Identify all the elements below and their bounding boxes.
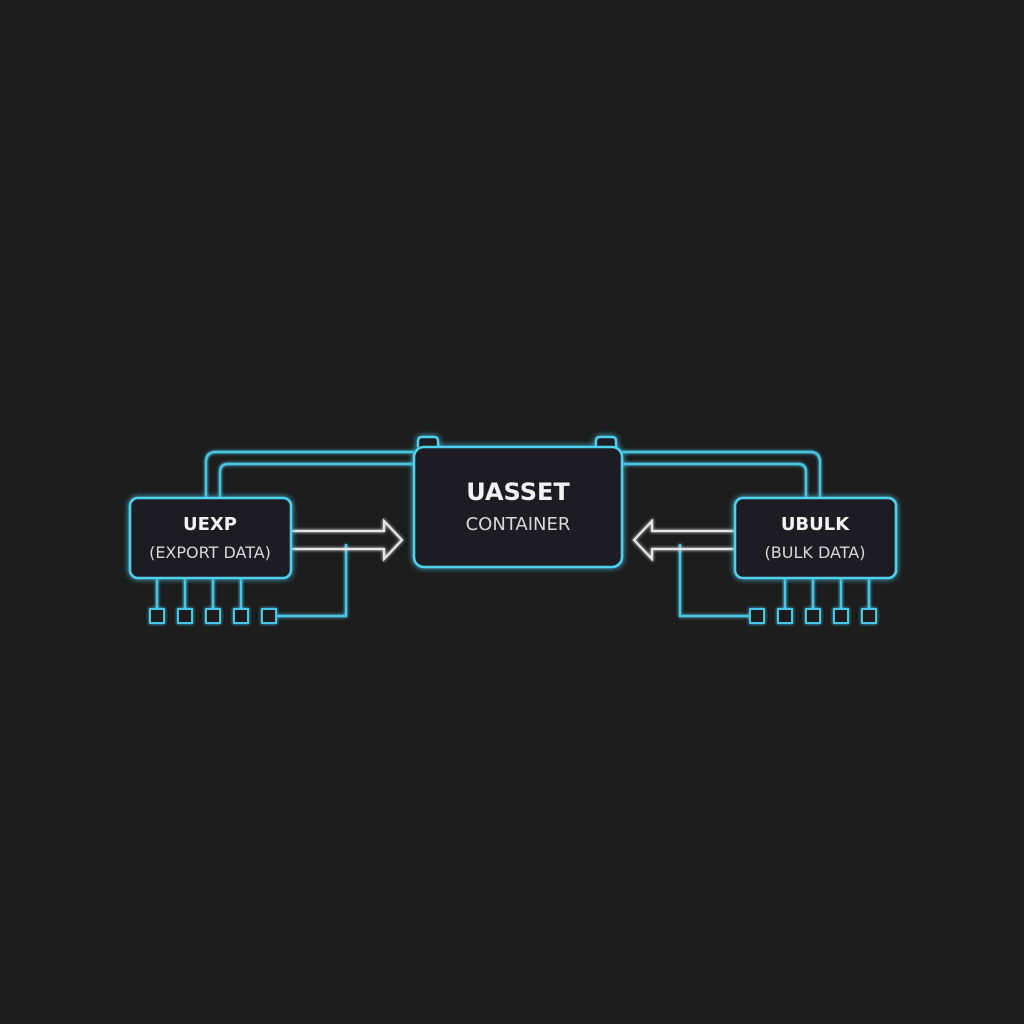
wire-left-outer — [204, 450, 414, 498]
right-pin-5 — [861, 608, 877, 624]
uexp-subtitle: (EXPORT DATA) — [149, 543, 271, 562]
left-pin-wiring — [149, 544, 348, 624]
left-arrow-icon — [632, 518, 734, 562]
left-pin-3 — [205, 608, 221, 624]
left-pin-1 — [149, 608, 165, 624]
arrow-ubulk-to-uasset — [632, 518, 734, 562]
top-wires-right — [622, 450, 822, 498]
right-arrow-icon — [292, 518, 404, 562]
right-pin-4 — [833, 608, 849, 624]
container-tab-left — [416, 435, 440, 447]
uasset-subtitle: CONTAINER — [466, 514, 571, 535]
ubulk-box — [733, 496, 898, 580]
left-pin-4 — [233, 608, 249, 624]
right-pin-1 — [749, 608, 765, 624]
wire-right-outer — [622, 450, 822, 498]
uasset-container-node — [412, 435, 624, 569]
ubulk-node — [733, 496, 898, 580]
top-wires-left — [204, 450, 414, 498]
ubulk-title: UBULK — [781, 514, 850, 535]
container-tab-right — [594, 435, 618, 447]
wire-left-inner — [218, 462, 414, 498]
arrow-uexp-to-uasset — [292, 518, 404, 562]
left-pin-2 — [177, 608, 193, 624]
uexp-box — [128, 496, 293, 580]
right-pin-wiring — [678, 544, 877, 624]
wire-left-pin-5-loop — [276, 544, 348, 618]
uexp-node — [128, 496, 293, 580]
right-pin-3 — [805, 608, 821, 624]
wire-right-pin-1-loop — [678, 544, 750, 618]
ubulk-subtitle: (BULK DATA) — [765, 543, 866, 562]
left-pin-5 — [261, 608, 277, 624]
right-pin-2 — [777, 608, 793, 624]
uasset-box — [412, 445, 624, 569]
wire-right-inner — [622, 462, 808, 498]
uexp-title: UEXP — [183, 514, 237, 535]
uasset-title: UASSET — [466, 478, 570, 506]
